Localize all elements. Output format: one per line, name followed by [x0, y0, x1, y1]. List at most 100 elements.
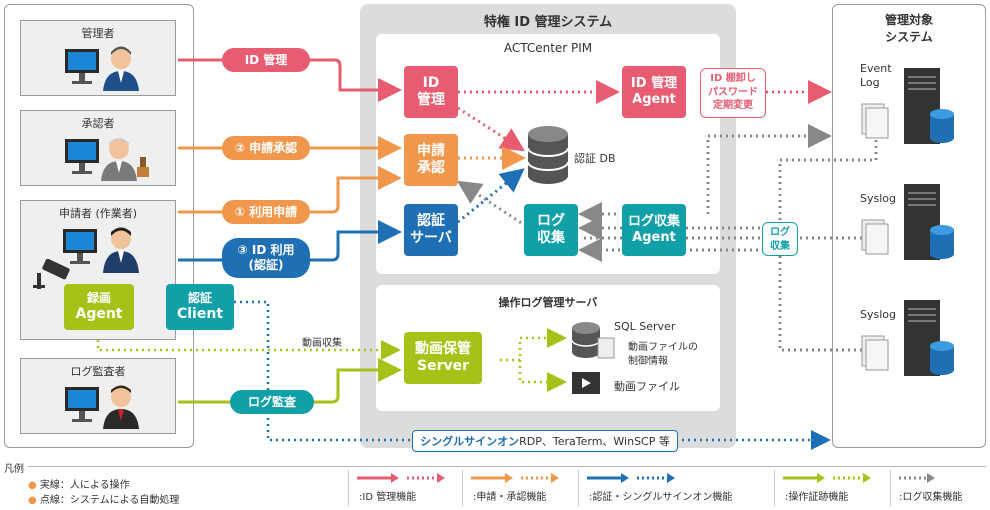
id-mgmt-box-line2: 管理	[417, 92, 445, 108]
auth-client-line1: 認証	[187, 290, 212, 305]
eventlog-label-1: Event	[860, 62, 892, 75]
legend-label-approve: :申請・承認機能	[473, 492, 547, 503]
syslog2-server-icon	[861, 300, 954, 376]
user-card-applicant: 申請者 (作業者)	[20, 200, 176, 340]
target-server-eventlog: Event Log	[846, 62, 976, 148]
auth-server-box-line2: サーバ	[410, 230, 452, 246]
flow-dot-logcollect-to-db	[456, 180, 527, 228]
legend-label-oplog: :操作証跡機能	[785, 492, 849, 503]
flow-dot-eventlog-in	[578, 140, 878, 240]
log-collect-tag-line1: ログ	[770, 227, 790, 238]
camera-icon	[33, 259, 70, 289]
oplog-title: 操作ログ管理サーバ	[498, 296, 598, 309]
id-mgmt-box: ID 管理	[404, 66, 458, 118]
auth-db-label: 認証 DB	[574, 152, 616, 165]
legend-line-gray	[899, 473, 935, 483]
applicant-person-icon	[63, 227, 139, 273]
sql-desc-line2: 制御情報	[628, 356, 668, 367]
database-icon	[527, 126, 569, 184]
pim-system-title: 特権 ID 管理システム	[483, 15, 613, 30]
video-server-line2: Server	[416, 358, 469, 374]
sso-protocols: RDP、TeraTerm、WinSCP 等	[519, 435, 670, 448]
log-collect-box-line2: 収集	[537, 230, 565, 246]
legend-item-logcollect: :ログ収集機能	[890, 470, 987, 506]
actcenter-title: ACTCenter PIM	[503, 41, 593, 55]
video-collect-label: 動画収集	[302, 338, 342, 349]
user-applicant-label: 申請者 (作業者)	[58, 207, 138, 220]
legend-dotted: ● 点線：システムによる自動処理	[28, 491, 179, 506]
user-card-admin: 管理者	[20, 20, 176, 96]
target-system-title-1: 管理対象	[884, 13, 933, 27]
flow-line-apply	[178, 166, 402, 214]
legend-item-approve: :申請・承認機能	[462, 470, 573, 506]
legend-solid: ● 実線：人による操作	[28, 476, 130, 491]
flow-dot-syslog2-in	[578, 238, 862, 352]
video-server-box: 動画保管 Server	[404, 332, 482, 384]
flow-dot-agent-up	[706, 124, 832, 214]
id-agent-box-line1: ID 管理	[630, 75, 678, 91]
user-admin-label: 管理者	[81, 27, 115, 40]
flow-line-log-audit	[178, 358, 402, 404]
legend-divider	[4, 466, 986, 467]
auth-client-line2: Client	[176, 305, 224, 322]
flow-dot-to-sql	[500, 328, 567, 362]
legend-item-oplog: :操作証跡機能	[774, 470, 885, 506]
id-actions-line1: ID 棚卸し	[710, 73, 756, 84]
flow-line-id-mgmt	[178, 58, 402, 102]
legend-line-blue	[587, 473, 675, 483]
target-server-syslog1: Syslog	[846, 180, 976, 266]
legend-label-logcollect: :ログ収集機能	[899, 492, 963, 503]
recording-agent-line2: Agent	[75, 305, 123, 322]
log-collect-box-line1: ログ	[537, 212, 565, 229]
pill-log-audit: ログ監査	[230, 390, 314, 414]
approve-box: 申請 承認	[404, 134, 458, 186]
eventlog-label-2: Log	[860, 76, 880, 89]
pill-id-mgmt: ID 管理	[222, 48, 310, 72]
legend-line-green	[783, 473, 871, 483]
pill-id-use-line1: ③ ID 利用	[237, 243, 295, 257]
pill-apply: ① 利用申請	[222, 200, 310, 224]
user-approver-label: 承認者	[81, 117, 115, 130]
auditor-person-icon	[65, 385, 139, 429]
flow-dot-id-to-db	[457, 106, 526, 152]
legend-title: 凡例	[4, 460, 28, 475]
auth-client-box: 認証 Client	[166, 284, 234, 330]
video-file-icon	[572, 372, 600, 394]
user-card-auditor: ログ監査者	[20, 358, 176, 434]
syslog2-label: Syslog	[860, 308, 896, 321]
video-server-line1: 動画保管	[415, 340, 471, 357]
log-collect-tag: ログ 収集	[762, 222, 798, 256]
video-file-label: 動画ファイル	[614, 380, 680, 393]
legend-label-id-mgmt: :ID 管理機能	[359, 492, 417, 503]
legend-item-auth: :認証・シングルサインオン機能	[578, 470, 769, 506]
sso-bar: シングルサインオン RDP、TeraTerm、WinSCP 等	[412, 430, 678, 452]
id-mgmt-box-line1: ID	[422, 74, 440, 91]
approver-person-icon	[65, 138, 149, 181]
id-agent-box-line2: Agent	[632, 92, 676, 107]
approve-box-line2: 承認	[417, 160, 445, 176]
legend-item-id-mgmt: :ID 管理機能	[348, 470, 459, 506]
id-agent-box: ID 管理 Agent	[622, 66, 686, 118]
legend-dotted-text: 点線：システムによる自動処理	[39, 495, 180, 506]
sql-desc-line1: 動画ファイルの	[628, 342, 698, 353]
pill-id-use-line2: (認証)	[248, 258, 284, 272]
admin-person-icon	[65, 46, 139, 91]
id-actions-box: ID 棚卸し パスワード 定期変更	[700, 68, 766, 118]
sso-label: シングルサインオン	[420, 435, 520, 448]
approve-box-line1: 申請	[417, 142, 445, 159]
log-collect-tag-line2: 収集	[770, 240, 790, 252]
flow-line-id-use	[178, 220, 402, 262]
log-agent-box-line1: ログ収集	[627, 213, 680, 229]
target-server-syslog2: Syslog	[846, 296, 976, 382]
syslog1-label: Syslog	[860, 192, 896, 205]
sql-server-icon	[571, 322, 615, 359]
log-agent-box: ログ収集 Agent	[622, 204, 686, 256]
flow-dot-to-video	[518, 360, 567, 392]
id-actions-line2: パスワード	[708, 86, 758, 98]
log-agent-box-line2: Agent	[632, 230, 676, 245]
user-auditor-label: ログ監査者	[70, 365, 126, 378]
log-collect-box: ログ 収集	[524, 204, 578, 256]
legend-line-orange	[471, 473, 559, 483]
auth-server-box-line1: 認証	[417, 212, 445, 229]
